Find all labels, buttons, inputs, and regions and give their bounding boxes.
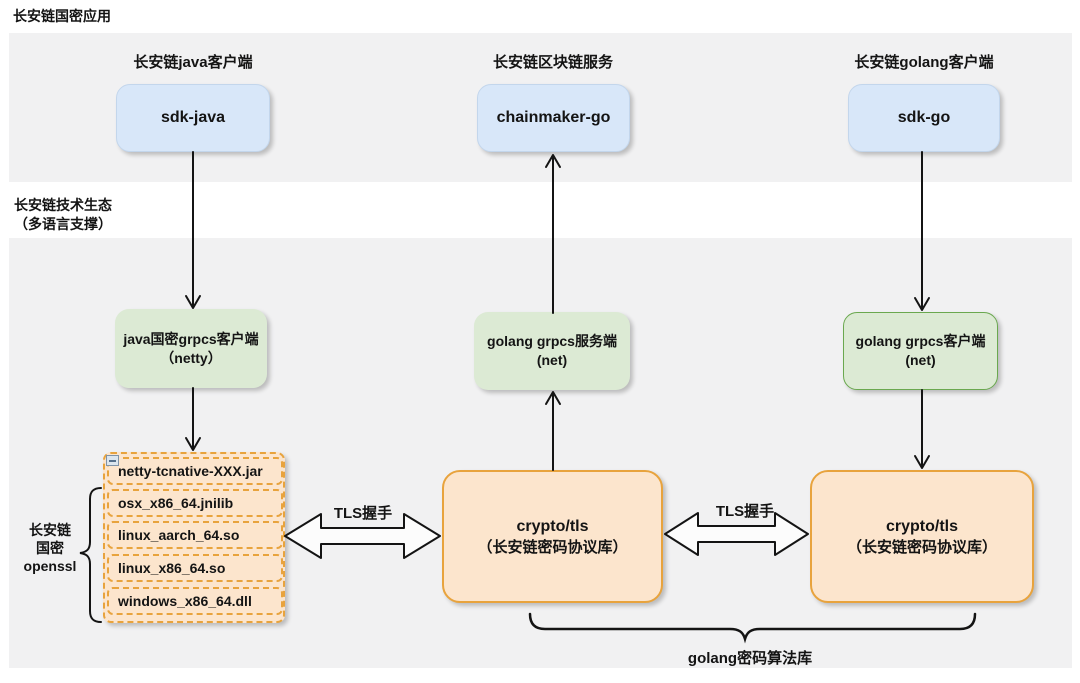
openssl-brace-label-line1: 长安链 <box>29 522 71 538</box>
node-crypto-tls-center: crypto/tls （长安链密码协议库） <box>442 470 663 603</box>
eco-band-label-line1: 长安链技术生态 <box>14 197 112 213</box>
node-chainmaker-go-text: chainmaker-go <box>496 109 611 126</box>
eco-band-label: 长安链技术生态 （多语言支撑） <box>14 196 112 234</box>
node-java-grpc-client-line2: （netty） <box>160 349 222 366</box>
tls-handshake-label-right: TLS握手 <box>715 503 775 520</box>
node-go-grpc-server: golang grpcs服务端 (net) <box>474 312 630 390</box>
stack-item-linux-aarch: linux_aarch_64.so <box>107 521 283 549</box>
diagram-title: 长安链国密应用 <box>13 8 111 24</box>
openssl-brace-label: 长安链 国密 openssl <box>12 521 88 575</box>
node-go-grpc-client: golang grpcs客户端 (net) <box>843 312 998 390</box>
node-crypto-tls-right: crypto/tls （长安链密码协议库） <box>810 470 1034 603</box>
node-java-grpc-client: java国密grpcs客户端 （netty） <box>115 309 267 388</box>
node-crypto-tls-right-line1: crypto/tls <box>885 517 958 535</box>
stack-item-linux-x86: linux_x86_64.so <box>107 554 283 582</box>
node-crypto-tls-center-line1: crypto/tls <box>516 517 589 535</box>
tls-handshake-label-left: TLS握手 <box>333 505 393 522</box>
stack-item-windows-dll: windows_x86_64.dll <box>107 587 283 615</box>
collapse-icon <box>106 455 119 466</box>
node-java-grpc-client-line1: java国密grpcs客户端 <box>123 330 259 347</box>
node-go-grpc-server-line1: golang grpcs服务端 <box>487 333 617 349</box>
openssl-brace-label-line2: 国密 <box>36 540 64 556</box>
node-sdk-java: sdk-java <box>116 84 270 152</box>
node-chainmaker-go: chainmaker-go <box>477 84 630 152</box>
node-go-grpc-server-line2: (net) <box>536 352 568 368</box>
label-golang-client: 长安链golang客户端 <box>854 54 994 71</box>
node-sdk-go: sdk-go <box>848 84 1000 152</box>
stack-item-netty-jar: netty-tcnative-XXX.jar <box>107 457 283 485</box>
golang-algo-label: golang密码算法库 <box>687 650 813 667</box>
eco-band-label-line2: （多语言支撑） <box>14 216 112 232</box>
stack-item-osx-jnilib: osx_x86_64.jnilib <box>107 489 283 517</box>
node-crypto-tls-right-line2: （长安链密码协议库） <box>846 538 997 556</box>
label-chain-service: 长安链区块链服务 <box>492 54 613 71</box>
node-sdk-java-text: sdk-java <box>160 109 226 126</box>
label-java-client: 长安链java客户端 <box>133 54 253 71</box>
node-sdk-go-text: sdk-go <box>897 109 951 126</box>
openssl-brace-label-line3: openssl <box>23 558 77 574</box>
node-crypto-tls-center-line2: （长安链密码协议库） <box>477 538 628 556</box>
node-go-grpc-client-line2: (net) <box>905 352 936 368</box>
node-go-grpc-client-line1: golang grpcs客户端 <box>855 333 986 349</box>
